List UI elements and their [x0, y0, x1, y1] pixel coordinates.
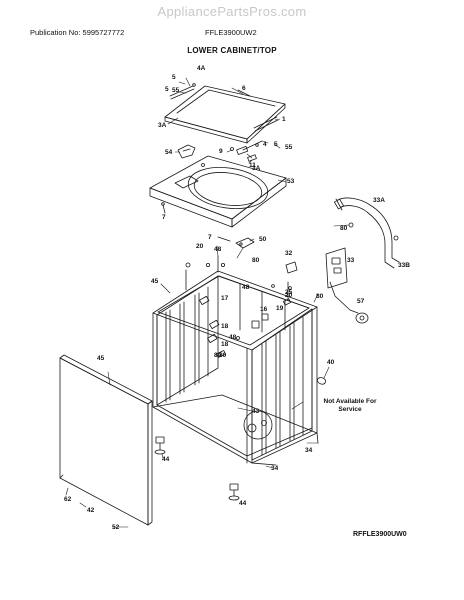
part-number-label: 5: [165, 86, 169, 93]
back-panel: [217, 275, 310, 333]
diagram-code: RFFLE3900UW0: [353, 531, 407, 538]
part-number-label: 16: [260, 306, 268, 313]
part-number-label: 42: [87, 507, 95, 514]
part-number-label: 54: [165, 149, 173, 156]
part-number-label: 20: [196, 243, 204, 250]
part-number-label: 4: [263, 141, 267, 148]
wire-clip: [285, 261, 326, 385]
part-number-label: 44: [162, 456, 170, 463]
cabinet-frame: [152, 255, 318, 464]
part-number-label: 50: [259, 236, 267, 243]
part-number-label: 34: [305, 447, 313, 454]
drain-grommet: [243, 410, 273, 440]
part-number-label: 53: [287, 178, 295, 185]
part-number-label: 5: [274, 141, 278, 148]
part-number-label: 5: [172, 74, 176, 81]
part-number-label: 40: [327, 359, 335, 366]
cabinet-top: [149, 155, 287, 228]
part-number-label: 55: [172, 87, 180, 94]
part-number-label: 17: [221, 295, 229, 302]
part-number-label: 32: [285, 250, 293, 257]
drain-hose: [334, 197, 400, 269]
model-number: FFLE3900UW2: [205, 28, 257, 37]
part-number-label: 9: [219, 148, 223, 155]
part-number-label: 19: [276, 305, 284, 312]
part-number-label: 3A: [252, 165, 261, 172]
part-number-label: 45: [151, 278, 159, 285]
part-number-label: 33: [347, 257, 355, 264]
watermark: AppliancePartsPros.com: [157, 4, 307, 19]
leveling-leg: [154, 436, 240, 501]
part-number-label: 7: [162, 214, 166, 221]
part-number-label: 80: [219, 352, 227, 359]
publication-number: Publication No: 5995727772: [30, 28, 125, 37]
part-number-label: 55: [285, 144, 293, 151]
part-number-label: 18: [221, 341, 229, 348]
part-number-label: 80: [340, 225, 348, 232]
part-number-label: 1: [282, 116, 286, 123]
right-side-panel: [251, 308, 313, 461]
part-number-label: 80: [252, 257, 260, 264]
part-number-label: 48: [242, 284, 250, 291]
bracket: [235, 237, 255, 249]
hinge-part: [192, 83, 259, 162]
drain-pump: [325, 247, 369, 324]
part-number-label: 44: [239, 500, 247, 507]
part-number-label: 62: [64, 496, 72, 503]
base-bracket: [251, 432, 319, 466]
part-number-label: 6: [242, 85, 246, 92]
part-number-label: 80: [316, 293, 324, 300]
part-number-label: 20: [285, 292, 293, 299]
part-number-label: 4A: [197, 65, 206, 72]
front-panel: [59, 354, 153, 526]
section-title: LOWER CABINET/TOP: [187, 46, 277, 55]
leader-lines: [65, 77, 350, 528]
part-number-label: 52: [112, 524, 120, 531]
part-number-label: 34: [271, 465, 279, 472]
part-number-label: 3A: [158, 122, 167, 129]
part-number-label: 48: [214, 246, 222, 253]
inner-bracket: [185, 262, 292, 358]
hinge-rod: [169, 85, 279, 151]
left-side-panel: [156, 275, 219, 406]
part-number-label: 7: [208, 234, 212, 241]
part-number-label: 11: [249, 162, 256, 169]
part-number-label: 80: [214, 352, 222, 359]
part-number-label: 48: [229, 334, 237, 341]
lid: [164, 85, 286, 144]
part-number-label: 43: [252, 408, 260, 415]
part-number-label: 45: [97, 355, 105, 362]
lid-switch: [177, 144, 196, 159]
not-available-note: Not Available For Service: [323, 398, 377, 413]
screw: [161, 202, 231, 242]
part-number-label: 33A: [373, 197, 385, 204]
part-number-label: 25: [285, 289, 293, 296]
part-number-label: 18: [221, 323, 229, 330]
part-number-label: 33B: [398, 262, 410, 269]
part-number-label: 57: [357, 298, 365, 305]
